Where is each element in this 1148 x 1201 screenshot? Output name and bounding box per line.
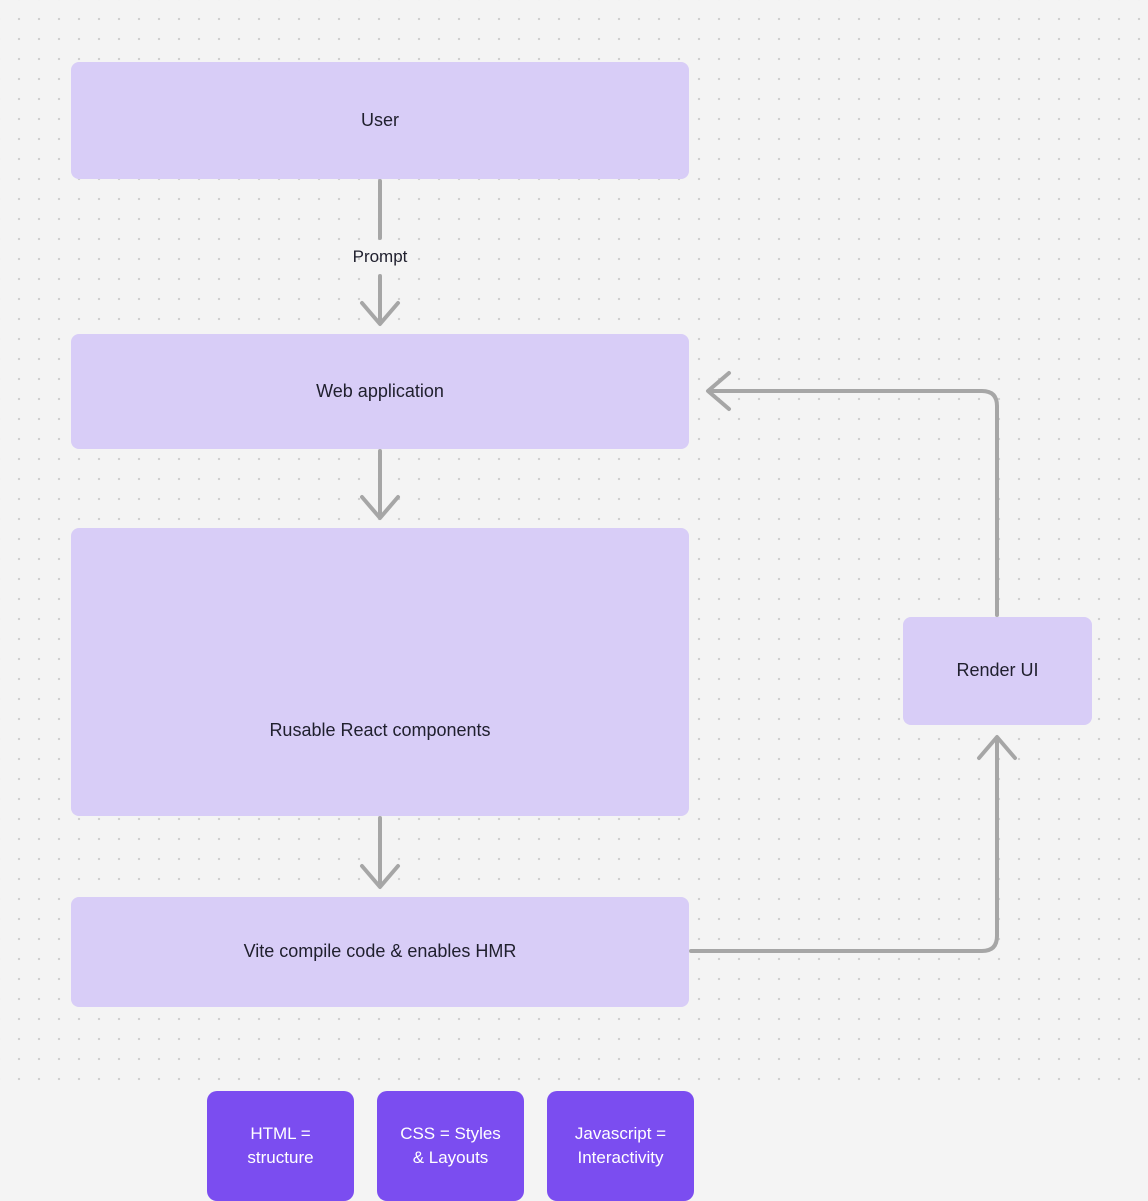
node-web-application[interactable]: Web application	[71, 334, 689, 449]
node-render-ui[interactable]: Render UI	[903, 617, 1092, 725]
edge-components-to-vite	[360, 816, 400, 889]
edge-webapp-to-components	[360, 449, 400, 520]
node-reusable-react-components[interactable]: HTML = structure CSS = Styles & Layouts …	[71, 528, 694, 1201]
edge-render-to-webapp	[706, 371, 999, 617]
chip-html-line1: HTML =	[250, 1123, 311, 1143]
node-vite[interactable]: Vite compile code & enables HMR	[71, 897, 689, 1007]
chip-javascript[interactable]: Javascript = Interactivity	[547, 1091, 694, 1201]
chip-css-line2: & Layouts	[412, 1148, 489, 1167]
edge-label-prompt: Prompt	[352, 247, 408, 266]
chip-css[interactable]: CSS = Styles & Layouts	[377, 1091, 524, 1201]
node-components-caption: Rusable React components	[269, 720, 491, 740]
chip-javascript-line2: Interactivity	[577, 1148, 664, 1167]
edge-vite-to-render	[689, 735, 1017, 953]
chip-html[interactable]: HTML = structure	[207, 1091, 354, 1201]
chip-html-line2: structure	[247, 1148, 314, 1167]
node-user[interactable]: User	[71, 62, 689, 179]
chip-css-line1: CSS = Styles	[400, 1123, 501, 1143]
chip-javascript-line1: Javascript =	[574, 1123, 667, 1143]
